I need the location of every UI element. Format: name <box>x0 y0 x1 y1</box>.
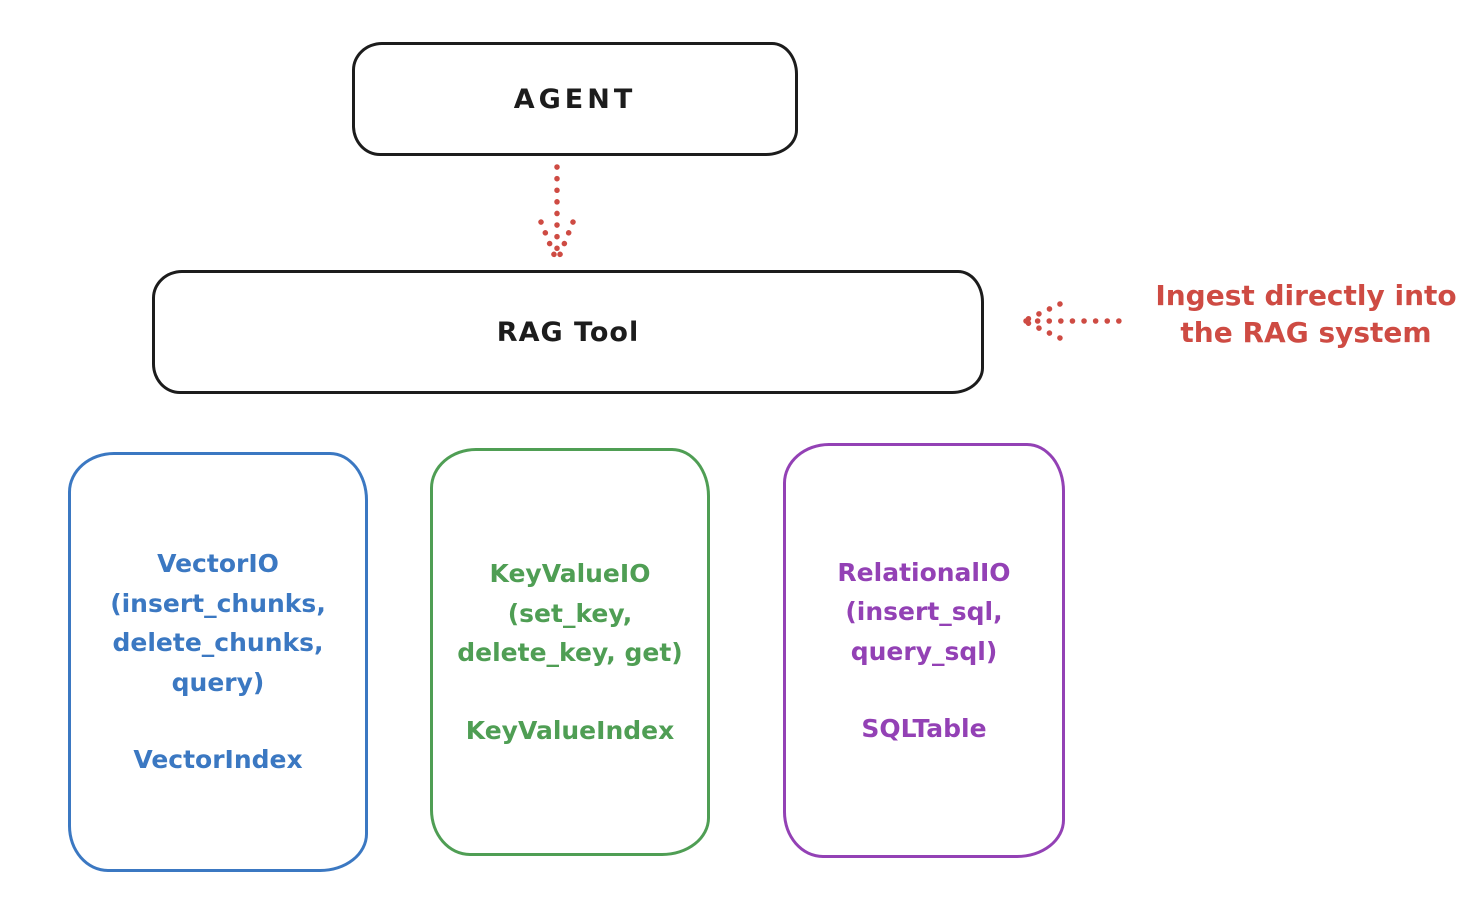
index-label: KeyValueIndex <box>465 715 675 745</box>
box-text-line: delete_chunks, <box>112 628 324 658</box>
key-value-io-box: KeyValueIO (set_key, delete_key, get) Ke… <box>430 448 710 856</box>
box-text-line: RelationalIO <box>837 557 1011 587</box>
box-text-line: (set_key, <box>507 598 633 628</box>
box-text-line: delete_key, get) <box>457 638 683 667</box>
ingest-annotation: Ingest directly into the RAG system <box>1128 278 1484 352</box>
box-text-line: (insert_chunks, <box>110 588 326 618</box>
agent-to-rag-arrow-icon <box>534 162 580 270</box>
box-text-line: query_sql) <box>850 636 998 666</box>
ingest-annotation-line: Ingest directly into <box>1155 279 1457 312</box>
index-label: SQLTable <box>861 714 987 743</box>
index-label: VectorIndex <box>133 745 303 775</box>
rag-tool-box: RAG Tool <box>152 270 984 394</box>
box-text-line: VectorIO <box>157 549 279 579</box>
ingest-annotation-line: the RAG system <box>1180 315 1432 349</box>
rag-tool-box-label: RAG Tool <box>496 316 640 348</box>
box-text-line: query) <box>171 667 265 697</box>
relational-io-box: RelationalIO (insert_sql, query_sql) SQL… <box>783 443 1065 858</box>
agent-box-label: AGENT <box>513 83 637 115</box>
box-text-line: KeyValueIO <box>489 559 651 588</box>
vector-io-box: VectorIO (insert_chunks, delete_chunks, … <box>68 452 368 872</box>
agent-box: AGENT <box>352 42 798 156</box>
ingest-arrow-icon <box>1014 296 1138 348</box>
box-text-line: (insert_sql, <box>845 597 1003 626</box>
